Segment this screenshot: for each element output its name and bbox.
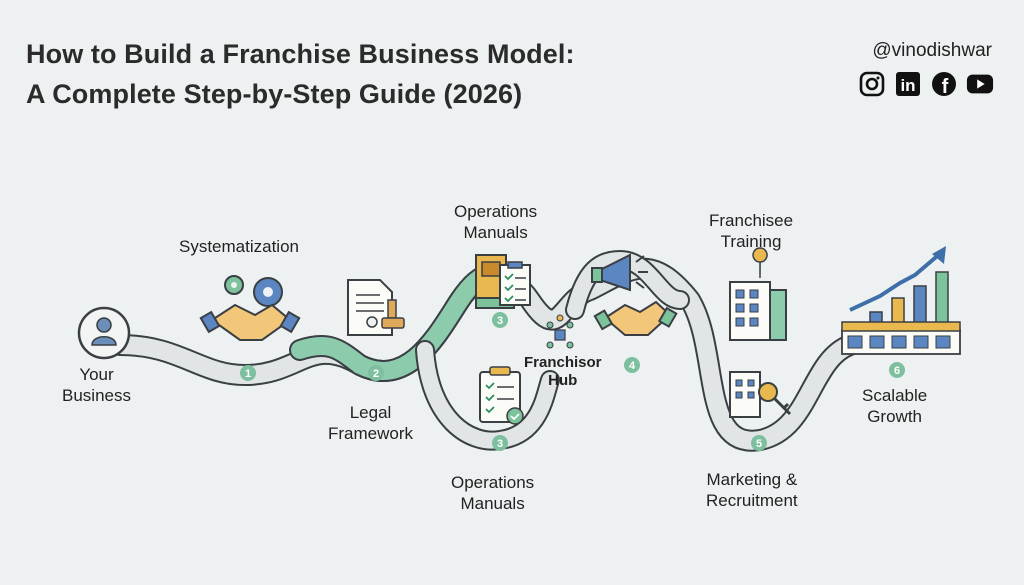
svg-text:1: 1 xyxy=(245,368,251,380)
svg-text:3: 3 xyxy=(497,438,503,450)
step-marker-2: 2 xyxy=(368,365,384,381)
person-icon xyxy=(77,306,131,360)
svg-text:5: 5 xyxy=(756,438,762,450)
author-handle: @vinodishwar xyxy=(872,40,992,61)
gears-handshake-icon xyxy=(199,275,301,341)
label-systematization: Systematization xyxy=(179,237,299,256)
social-icons: in f xyxy=(858,70,994,98)
legal-document-icon xyxy=(347,279,405,336)
svg-text:6: 6 xyxy=(894,365,900,377)
step-marker-3a: 3 xyxy=(492,312,508,328)
storefront-row-icon xyxy=(841,321,961,355)
checklist-clipboard-icon xyxy=(479,366,524,425)
step-marker-4: 4 xyxy=(624,357,640,373)
growth-chart-icon xyxy=(841,246,961,355)
svg-text:3: 3 xyxy=(497,315,503,327)
label-marketing-recruitment: Marketing &Recruitment xyxy=(706,470,798,510)
office-building-icon xyxy=(729,247,787,341)
svg-text:f: f xyxy=(942,76,949,97)
step-marker-5: 5 xyxy=(751,435,767,451)
title-line-2: A Complete Step-by-Step Guide (2026) xyxy=(26,79,523,109)
instagram-icon[interactable] xyxy=(858,70,886,98)
step-marker-3b: 3 xyxy=(492,435,508,451)
hub-network-icon xyxy=(546,314,574,349)
linkedin-icon[interactable]: in xyxy=(894,70,922,98)
step-marker-1: 1 xyxy=(240,365,256,381)
manual-books-icon xyxy=(475,254,531,309)
megaphone-handshake-icon xyxy=(591,253,678,336)
youtube-icon[interactable] xyxy=(966,70,994,98)
keys-building-icon xyxy=(729,371,792,418)
step-markers: 1 2 3 3 4 5 6 xyxy=(240,312,905,451)
road-fill xyxy=(111,259,859,450)
page-title: How to Build a Franchise Business Model:… xyxy=(26,34,575,114)
title-line-1: How to Build a Franchise Business Model: xyxy=(26,39,575,69)
svg-text:2: 2 xyxy=(373,368,379,380)
facebook-icon[interactable]: f xyxy=(930,70,958,98)
svg-text:in: in xyxy=(900,76,915,95)
svg-text:4: 4 xyxy=(629,360,636,372)
step-marker-6: 6 xyxy=(889,362,905,378)
